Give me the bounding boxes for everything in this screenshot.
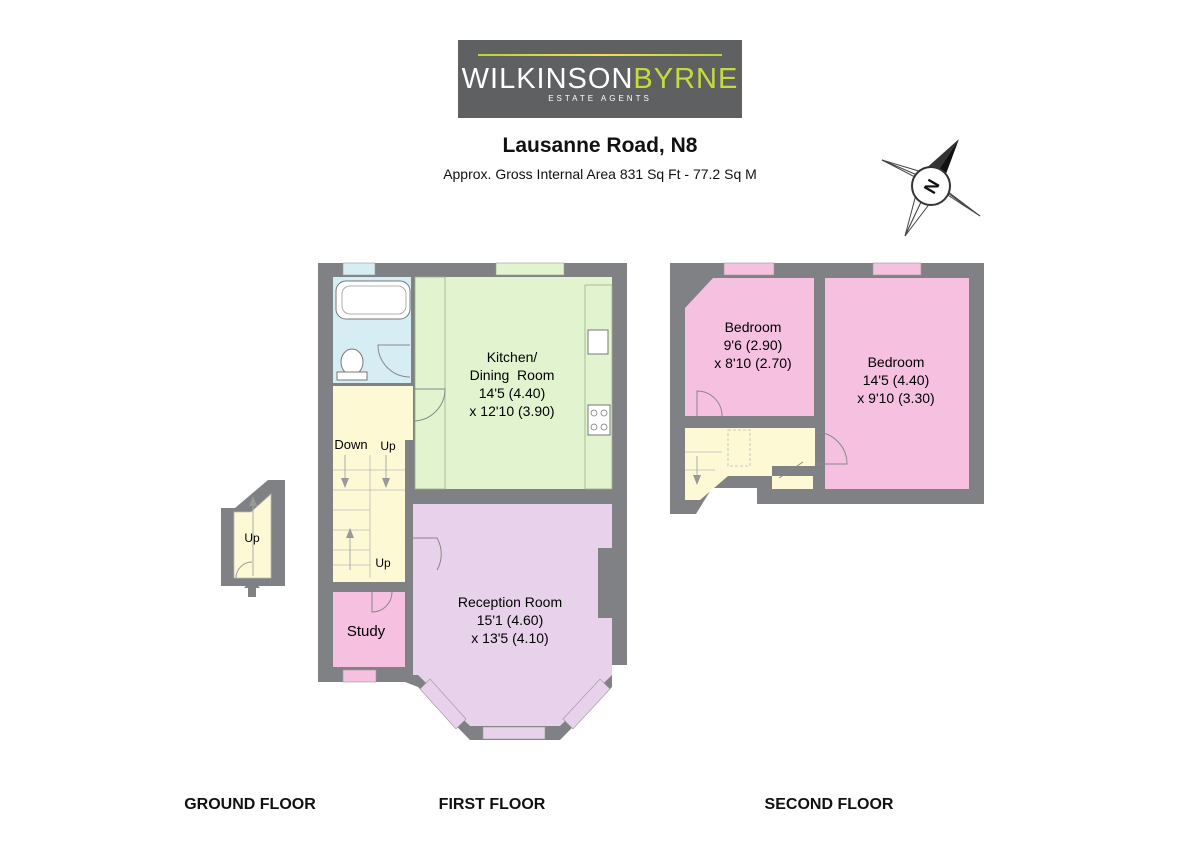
study <box>333 592 405 667</box>
kitchen-dining-room <box>415 277 612 489</box>
hob-icon <box>587 404 611 436</box>
window <box>872 262 922 276</box>
reception-label: Reception Room <box>458 594 562 610</box>
ground-floor-label: GROUND FLOOR <box>184 796 316 813</box>
reception-dimension-1: 15'1 (4.60) <box>477 612 544 628</box>
second-floor-plan: Bedroom 9'6 (2.90) x 8'10 (2.70) Bedroom… <box>670 262 984 514</box>
bathtub-icon <box>335 280 411 320</box>
stair-down-label: Down <box>334 437 367 452</box>
stair-up-label: Up <box>380 439 396 453</box>
window <box>342 262 376 276</box>
bedroom-2-label: Bedroom <box>868 354 925 370</box>
reception-room <box>413 504 612 726</box>
ground-floor-plan: Up <box>221 480 285 597</box>
logo-brand-secondary: BYRNE <box>633 63 739 95</box>
sink-icon <box>587 329 609 355</box>
kitchen-label-line2: Dining Room <box>470 367 555 383</box>
bedroom-2-dimension-1: 14'5 (4.40) <box>863 372 930 388</box>
study-label: Study <box>347 623 386 640</box>
first-floor-label: FIRST FLOOR <box>438 796 546 813</box>
hallway <box>333 386 413 582</box>
logo-accent-line <box>478 54 722 56</box>
bedroom-2-dimension-2: x 9'10 (3.30) <box>857 390 934 406</box>
window <box>495 262 565 276</box>
logo-wordmark: WILKINSONBYRNE <box>458 62 742 96</box>
bedroom-1-dimension-1: 9'6 (2.90) <box>724 337 783 353</box>
area-subtitle: Approx. Gross Internal Area 831 Sq Ft - … <box>443 166 757 182</box>
stair-up-label-lower: Up <box>375 556 391 570</box>
toilet-icon <box>340 348 364 376</box>
first-floor-plan: Down Up Up Study Kitchen/ Dining Room 14… <box>318 262 627 740</box>
kitchen-dimension-2: x 12'10 (3.90) <box>469 403 554 419</box>
property-title: Lausanne Road, N8 <box>502 134 698 157</box>
second-floor-label: SECOND FLOOR <box>764 796 894 813</box>
bedroom-1-dimension-2: x 8'10 (2.70) <box>714 355 791 371</box>
kitchen-dimension-1: 14'5 (4.40) <box>479 385 546 401</box>
reception-dimension-2: x 13'5 (4.10) <box>471 630 548 646</box>
compass-icon: N <box>881 139 981 237</box>
window <box>723 262 775 276</box>
window <box>482 726 546 740</box>
kitchen-label-line1: Kitchen/ <box>487 349 538 365</box>
logo: WILKINSONBYRNE ESTATE AGENTS <box>458 40 742 118</box>
logo-brand-primary: WILKINSON <box>461 63 634 95</box>
window <box>342 669 377 683</box>
bedroom-1-label: Bedroom <box>725 319 782 335</box>
logo-tagline: ESTATE AGENTS <box>548 94 652 103</box>
bedroom-1 <box>685 278 814 416</box>
ground-stair-up-label: Up <box>244 531 260 545</box>
bedroom-2 <box>825 278 969 489</box>
